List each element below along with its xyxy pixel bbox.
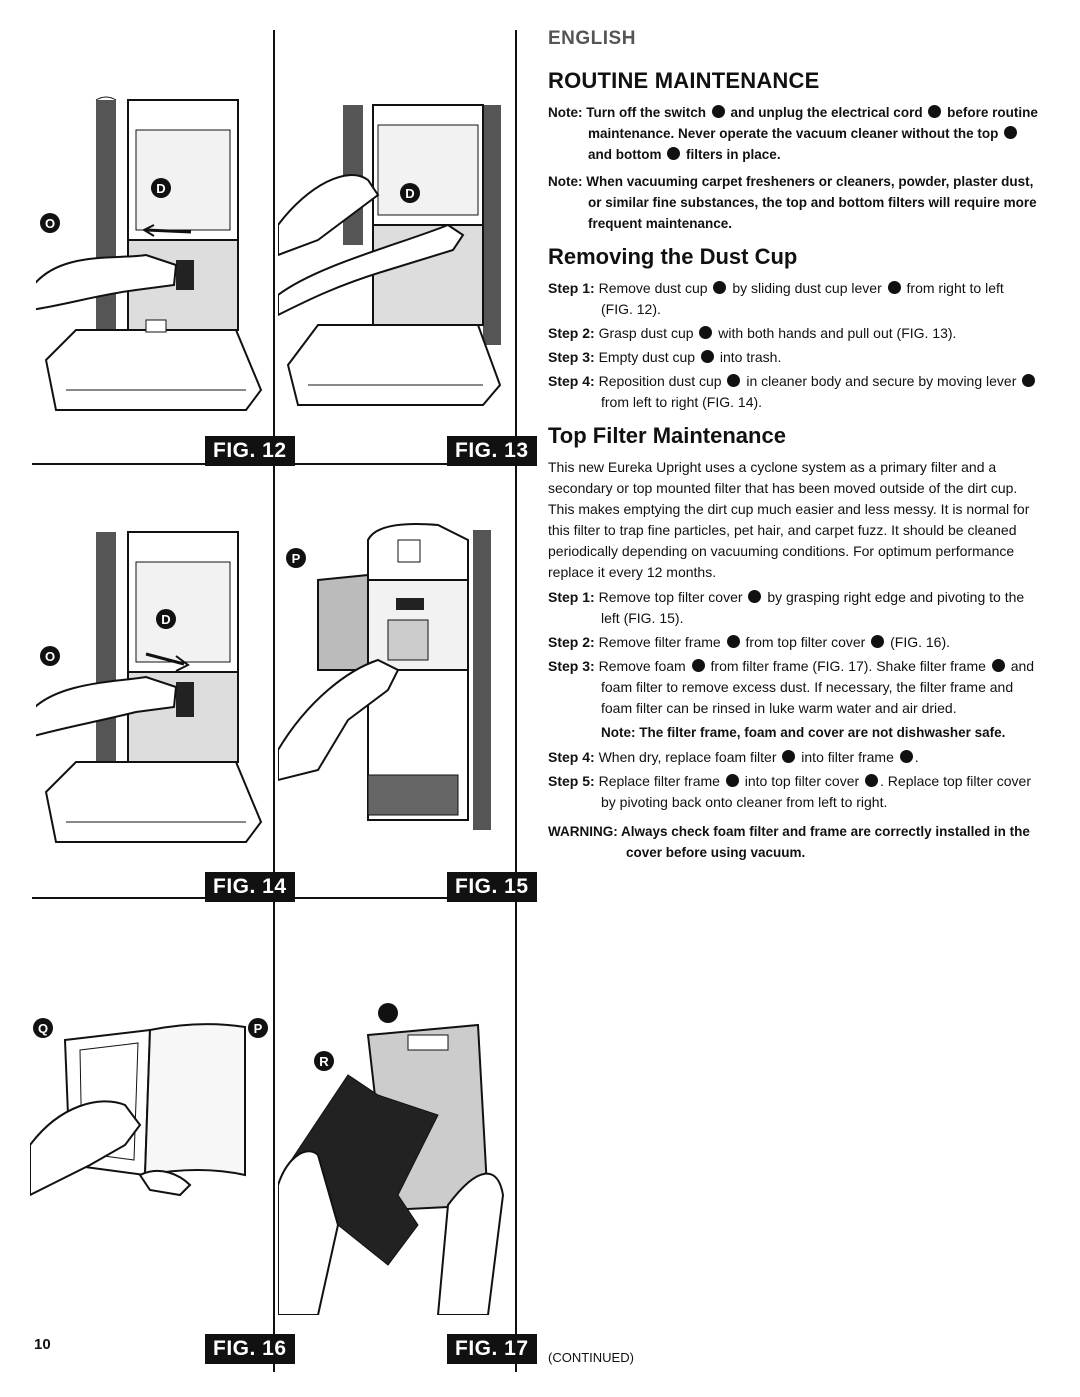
fig17-callout-r: R	[319, 1054, 329, 1069]
callout-dot-icon	[667, 147, 681, 160]
callout-dot-icon	[865, 774, 879, 787]
dust-cup-step-4: Step 4: Reposition dust cup in cleaner b…	[548, 371, 1038, 413]
warning-text: WARNING: Always check foam filter and fr…	[548, 824, 1030, 860]
fig14-label: FIG. 14	[205, 872, 295, 902]
callout-dot-icon	[991, 659, 1005, 672]
top-filter-step-3: Step 3: Remove foam from filter frame (F…	[548, 658, 1035, 716]
fig16-illustration: Q P	[30, 1018, 268, 1197]
callout-dot-icon	[871, 635, 885, 648]
callout-dot-icon	[748, 590, 762, 603]
callout-dot-icon	[782, 750, 796, 763]
fig14-callout-o: O	[45, 649, 55, 664]
callout-dot-icon	[726, 635, 740, 648]
callout-dot-icon	[700, 350, 714, 363]
fig12-callout-d: D	[156, 181, 165, 196]
fig15-callout-p: P	[292, 551, 301, 566]
dust-cup-step-3: Step 3: Empty dust cup into trash.	[548, 349, 782, 365]
fig13-callout-d: D	[405, 186, 414, 201]
fig16-callout-q: Q	[38, 1021, 48, 1036]
top-filter-intro: This new Eureka Upright uses a cyclone s…	[548, 459, 1030, 580]
fig17-label: FIG. 17	[447, 1334, 537, 1364]
fig14-illustration: D O	[36, 531, 263, 843]
text-column: ENGLISH ROUTINE MAINTENANCE Note: Turn o…	[548, 28, 1038, 863]
fig12-illustration: D O	[36, 96, 263, 411]
callout-dot-icon	[1004, 126, 1018, 139]
continued-label: (CONTINUED)	[548, 1350, 634, 1365]
grid-divider-vertical-right	[515, 30, 517, 1372]
fig17-illustration: R	[278, 1003, 505, 1315]
callout-dot-icon	[899, 750, 913, 763]
language-label: ENGLISH	[548, 28, 636, 49]
callout-dot-icon	[711, 105, 725, 118]
callout-dot-icon	[727, 374, 741, 387]
callout-dot-icon	[1022, 374, 1036, 387]
top-filter-step-5: Step 5: Replace filter frame into top fi…	[548, 773, 1031, 810]
fig12-callout-o: O	[45, 216, 55, 231]
top-filter-dishwasher-note: Note: The filter frame, foam and cover a…	[601, 725, 1006, 740]
page-number: 10	[34, 1336, 51, 1353]
grid-divider-vertical-left	[273, 30, 275, 1372]
fig15-label: FIG. 15	[447, 872, 537, 902]
fig16-callout-p: P	[254, 1021, 263, 1036]
fig13-label: FIG. 13	[447, 436, 537, 466]
fig17-callout-blank	[378, 1003, 398, 1023]
top-filter-step-2: Step 2: Remove filter frame from top fil…	[548, 634, 951, 650]
dust-cup-step-2: Step 2: Grasp dust cup with both hands a…	[548, 325, 957, 341]
fig15-illustration: P	[278, 523, 491, 830]
dust-cup-step-1: Step 1: Remove dust cup by sliding dust …	[548, 280, 1004, 317]
top-filter-step-1: Step 1: Remove top filter cover by grasp…	[548, 589, 1025, 626]
top-filter-step-4: Step 4: When dry, replace foam filter in…	[548, 749, 919, 765]
note-fine-substances: Note: When vacuuming carpet fresheners o…	[548, 174, 1037, 231]
note-switch: Note: Turn off the switch and unplug the…	[548, 105, 1038, 162]
fig13-illustration: D	[278, 104, 502, 406]
fig14-callout-d: D	[161, 612, 170, 627]
heading-top-filter-maintenance: Top Filter Maintenance	[548, 423, 786, 448]
page-title: ROUTINE MAINTENANCE	[548, 68, 820, 93]
callout-dot-icon	[713, 281, 727, 294]
callout-dot-icon	[699, 326, 713, 339]
heading-removing-dust-cup: Removing the Dust Cup	[548, 244, 798, 269]
fig16-label: FIG. 16	[205, 1334, 295, 1364]
callout-dot-icon	[928, 105, 942, 118]
fig12-label: FIG. 12	[205, 436, 295, 466]
callout-dot-icon	[691, 659, 705, 672]
callout-dot-icon	[887, 281, 901, 294]
callout-dot-icon	[725, 774, 739, 787]
